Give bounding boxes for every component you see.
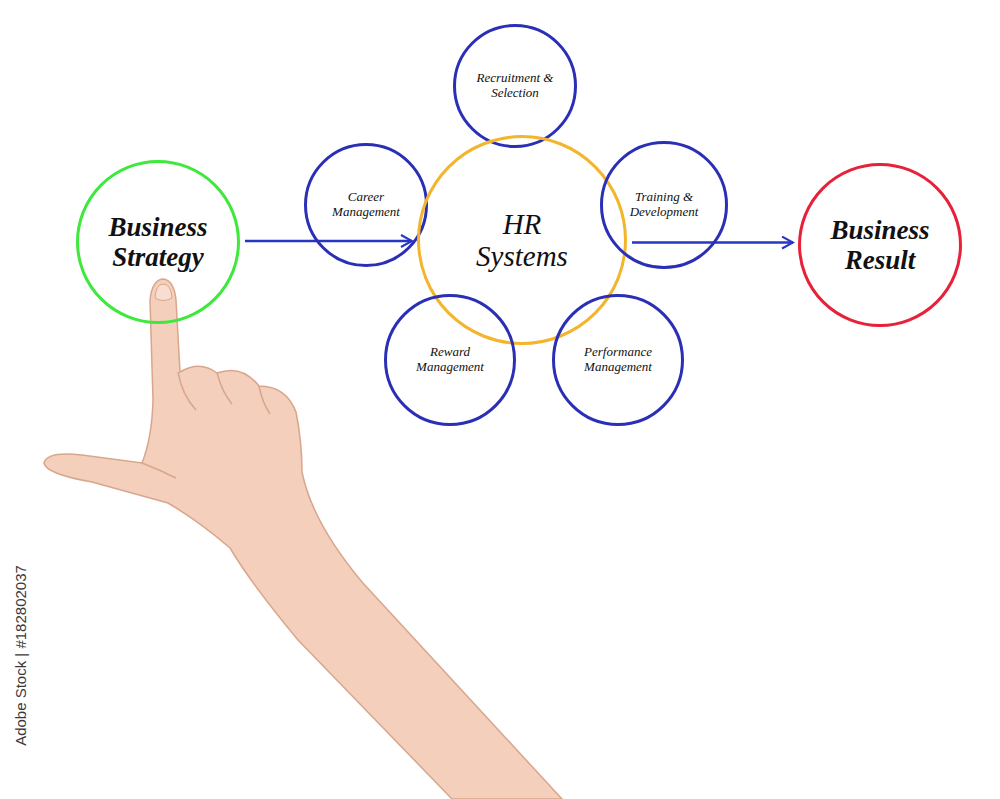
node-label: Recruitment & Selection — [475, 71, 555, 100]
node-label: Reward Management — [410, 345, 490, 374]
strategy-circle: Business Strategy — [76, 160, 240, 324]
circle-stroke — [419, 137, 626, 344]
result-circle: Business Result — [798, 163, 962, 327]
pointing-hand — [44, 279, 562, 799]
circle-stroke — [386, 296, 515, 425]
flow-arrow — [245, 240, 412, 243]
hr-function-circle: Recruitment & Selection — [453, 24, 577, 148]
hr-function-circle: Career Management — [304, 143, 428, 267]
hr-systems-circle: HR Systems — [417, 135, 627, 345]
node-label: Business Result — [818, 215, 943, 275]
node-label: Performance Management — [578, 345, 658, 374]
hr-function-circle: Performance Management — [552, 294, 684, 426]
node-label: Training & Development — [624, 190, 704, 219]
thumb-crease — [142, 463, 176, 478]
hr-function-circle: Training & Development — [600, 141, 728, 269]
circle-stroke — [306, 145, 427, 266]
node-label: HR Systems — [467, 208, 577, 273]
circle-stroke — [602, 143, 727, 268]
circle-stroke — [554, 296, 683, 425]
circle-stroke — [455, 26, 576, 147]
finger-crease — [178, 372, 270, 414]
circle-stroke — [800, 165, 961, 326]
circle-stroke — [78, 162, 239, 323]
node-label: Business Strategy — [96, 212, 221, 272]
watermark: Adobe Stock | #182802037 — [12, 565, 29, 746]
fingernail — [155, 284, 172, 301]
hr-function-circle: Reward Management — [384, 294, 516, 426]
node-label: Career Management — [326, 190, 406, 219]
